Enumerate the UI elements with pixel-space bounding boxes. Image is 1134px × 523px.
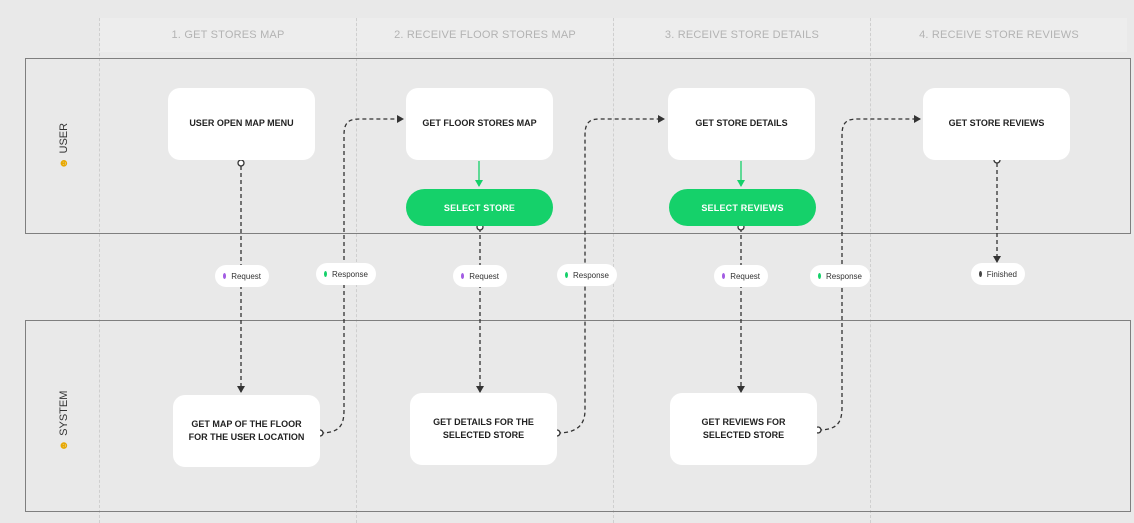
response-badge: Response: [557, 264, 617, 286]
system-lane: [25, 320, 1131, 512]
request-dot: [223, 273, 227, 279]
select-store-button[interactable]: SELECT STORE: [406, 189, 553, 226]
response-dot: [818, 273, 821, 279]
response-connector-1: [319, 115, 404, 434]
badge-label: Request: [730, 271, 760, 281]
request-dot: [722, 273, 726, 279]
get-floor-stores-map-card: GET FLOOR STORES MAP: [406, 88, 553, 160]
get-store-details-system-card: GET DETAILS FOR THE SELECTED STORE: [410, 393, 557, 465]
connector-origin: [237, 159, 245, 167]
column-header-4: 4. RECEIVE STORE REVIEWS: [871, 18, 1127, 52]
request-badge: Request: [453, 265, 507, 287]
column-header-3: 3. RECEIVE STORE DETAILS: [614, 18, 870, 52]
get-store-details-card: GET STORE DETAILS: [668, 88, 815, 160]
response-connector-2: [556, 115, 665, 434]
request-badge: Request: [215, 265, 269, 287]
request-dot: [461, 273, 465, 279]
select-reviews-button[interactable]: SELECT REVIEWS: [669, 189, 816, 226]
get-floor-map-card: GET MAP OF THE FLOOR FOR THE USER LOCATI…: [173, 395, 320, 467]
badge-label: Response: [331, 269, 368, 279]
badge-label: Request: [231, 271, 261, 281]
badge-label: Response: [825, 271, 862, 281]
badge-label: Finished: [986, 269, 1017, 279]
response-connector-3: [817, 115, 921, 431]
response-dot: [324, 271, 327, 277]
finished-dot: [979, 271, 982, 277]
response-badge: Response: [316, 263, 376, 285]
column-divider: [870, 18, 871, 523]
response-dot: [565, 272, 568, 278]
column-divider: [99, 18, 100, 523]
finished-badge: Finished: [971, 263, 1025, 285]
column-header-2: 2. RECEIVE FLOOR STORES MAP: [357, 18, 613, 52]
badge-label: Response: [572, 270, 609, 280]
user-lane: [25, 58, 1131, 234]
request-badge: Request: [714, 265, 768, 287]
badge-label: Request: [469, 271, 499, 281]
get-reviews-system-card: GET REVIEWS FOR SELECTED STORE: [670, 393, 817, 465]
user-open-map-menu-card: USER OPEN MAP MENU: [168, 88, 315, 160]
get-store-reviews-card: GET STORE REVIEWS: [923, 88, 1070, 160]
column-header-1: 1. GET STORES MAP: [100, 18, 356, 52]
response-badge: Response: [810, 265, 870, 287]
